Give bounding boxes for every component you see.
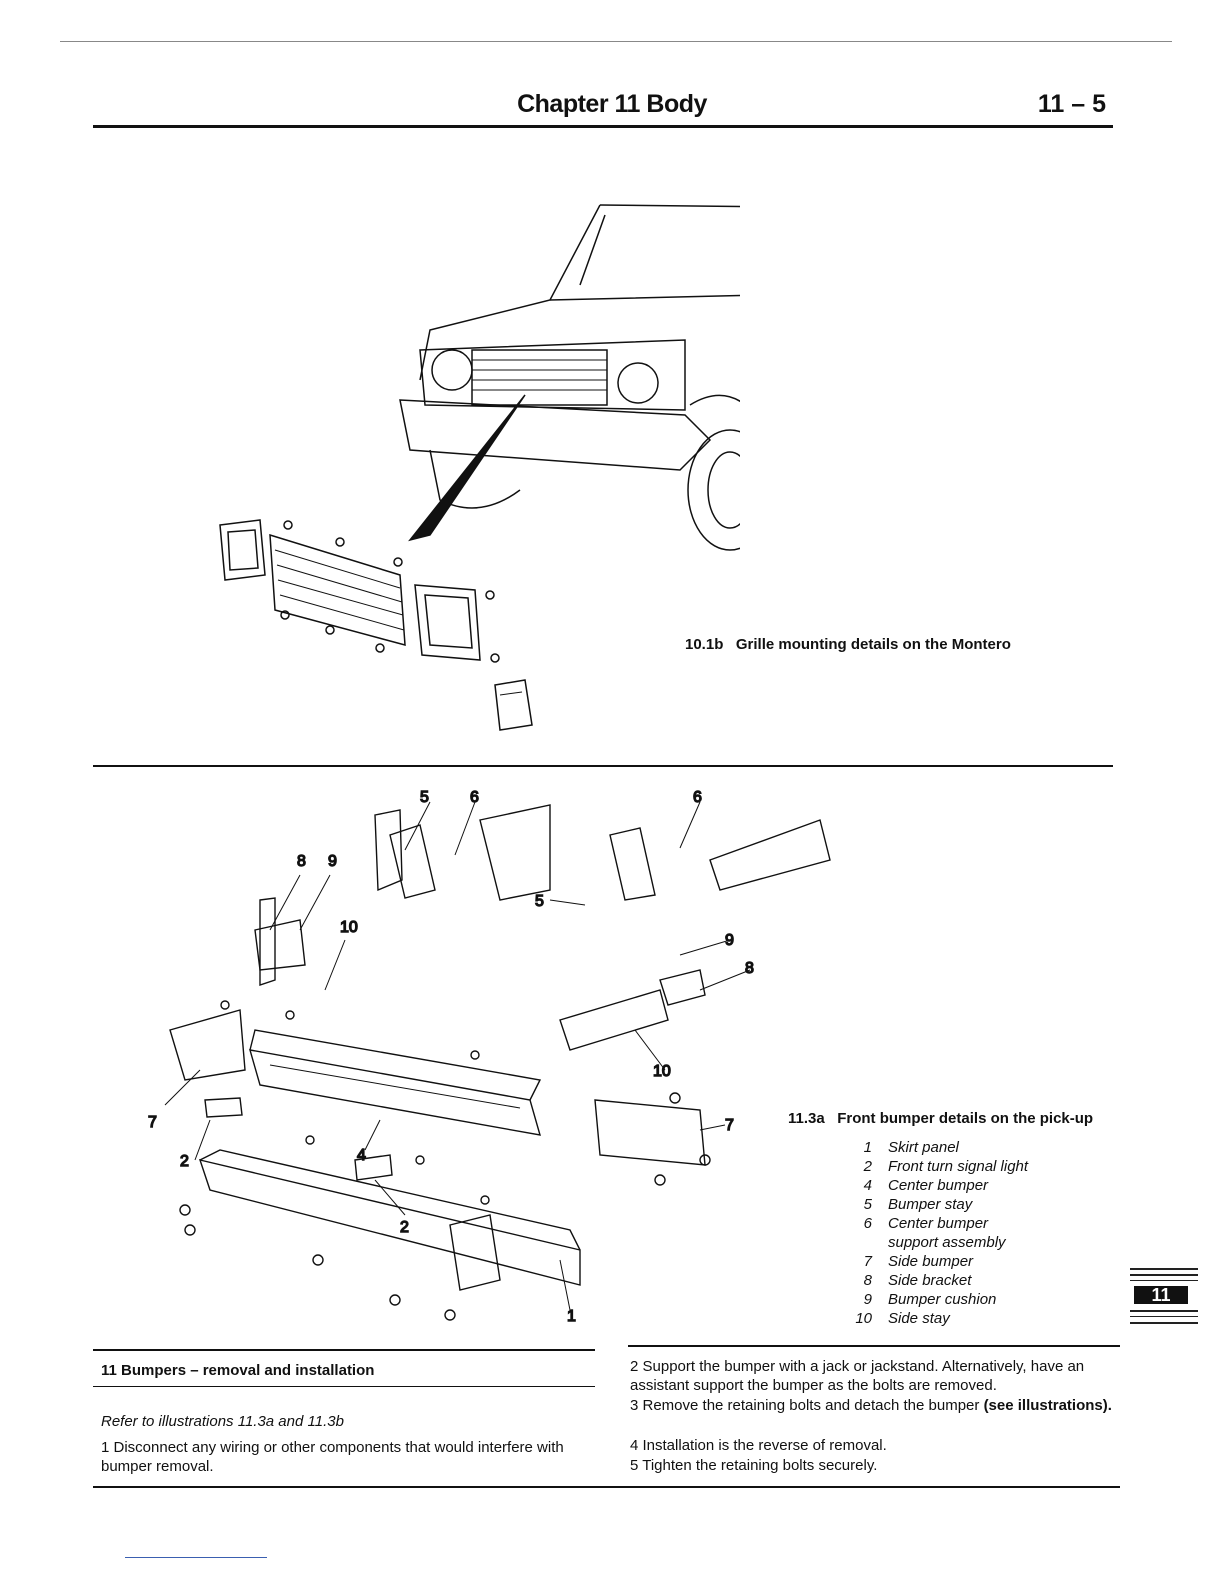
step-3: 3 Remove the retaining bolts and detach … <box>630 1396 1122 1415</box>
callout-10-right: 10 <box>653 1063 671 1080</box>
callout-6-left: 6 <box>470 789 479 806</box>
legend-label: Front turn signal light <box>888 1158 1029 1175</box>
legend-label: Side bumper <box>888 1253 974 1270</box>
page-bottom-rule <box>93 1486 1120 1488</box>
callout-5-mid: 5 <box>535 893 544 910</box>
legend-num: 7 <box>863 1253 872 1270</box>
legend-num: 6 <box>863 1215 872 1232</box>
callout-8-right: 8 <box>745 960 754 977</box>
scan-mark-bottom <box>125 1557 267 1558</box>
figure-10-1b-text: Grille mounting details on the Montero <box>735 636 1011 653</box>
callout-9-right: 9 <box>725 932 734 949</box>
legend-row: 9 Bumper cushion <box>840 1290 1100 1309</box>
header-rule <box>93 125 1113 128</box>
callout-7-right: 7 <box>725 1117 734 1134</box>
grille-mounting-illustration <box>219 204 740 731</box>
callout-2-left: 2 <box>180 1153 189 1170</box>
thumb-tab-label: 11 <box>1134 1286 1188 1304</box>
legend-row: 7 Side bumper <box>840 1252 1100 1271</box>
callout-4: 4 <box>357 1147 366 1164</box>
legend-label: Center bumper <box>888 1177 989 1194</box>
legend-row: 10 Side stay <box>840 1309 1100 1328</box>
legend-label: Side stay <box>888 1310 950 1327</box>
step-5: 5 Tighten the retaining bolts securely. <box>630 1457 878 1474</box>
legend-label: support assembly <box>888 1234 1006 1251</box>
legend-row: 5 Bumper stay <box>840 1195 1100 1214</box>
legend-num: 5 <box>863 1196 872 1213</box>
legend-label: Center bumper <box>888 1215 989 1232</box>
figure-10-1b-number: 10.1b <box>685 636 724 653</box>
legend-num: 9 <box>863 1291 872 1308</box>
legend-num: 2 <box>863 1158 872 1175</box>
step-4: 4 Installation is the reverse of removal… <box>630 1437 887 1454</box>
legend-row: 8 Side bracket <box>840 1271 1100 1290</box>
legend-label: Skirt panel <box>888 1139 959 1156</box>
step-3-text: 3 Remove the retaining bolts and detach … <box>630 1397 984 1414</box>
legend-num <box>840 1233 888 1252</box>
figure-11-3a-number: 11.3a <box>788 1110 825 1127</box>
illustration-reference: Refer to illustrations 11.3a and 11.3b <box>101 1413 344 1430</box>
chapter-thumb-tab: 11 <box>1130 1268 1198 1324</box>
legend-label: Bumper cushion <box>888 1291 997 1308</box>
legend-label: Side bracket <box>888 1272 972 1289</box>
section-top-rule-right <box>628 1345 1120 1347</box>
bumper-exploded-illustration: 5 6 6 8 9 10 5 9 8 10 7 7 2 4 2 1 <box>147 788 831 1326</box>
callout-9-left: 9 <box>328 853 337 870</box>
section-11-title: 11 Bumpers – removal and installation <box>101 1362 375 1379</box>
legend-row: 4 Center bumper <box>840 1176 1100 1195</box>
step-3-see-illustrations: (see illustrations). <box>983 1397 1112 1414</box>
figure-11-3a-text: Front bumper details on the pick-up <box>837 1110 1094 1127</box>
step-1: 1 Disconnect any wiring or other compone… <box>101 1439 564 1475</box>
figure-11-3a-caption: 11.3a Front bumper details on the pick-u… <box>788 1110 1093 1127</box>
callout-5-top: 5 <box>420 789 429 806</box>
legend-num: 8 <box>863 1272 872 1289</box>
legend-num: 1 <box>863 1139 872 1156</box>
callout-6-right: 6 <box>693 789 702 806</box>
scan-line <box>60 41 1172 42</box>
callout-1: 1 <box>567 1308 576 1325</box>
figure-10-1b-caption: 10.1b Grille mounting details on the Mon… <box>685 636 1011 653</box>
chapter-title: Chapter 11 Body <box>517 90 707 118</box>
legend-label: Bumper stay <box>888 1196 973 1213</box>
legend-row: 2 Front turn signal light <box>840 1157 1100 1176</box>
section-top-rule <box>93 1349 595 1351</box>
callout-7-left: 7 <box>148 1114 157 1131</box>
legend-row: 6 Center bumper <box>840 1214 1100 1233</box>
section-title-rule <box>93 1386 595 1387</box>
legend-num: 4 <box>863 1177 872 1194</box>
callout-2-mid: 2 <box>400 1219 409 1236</box>
step-2: 2 Support the bumper with a jack or jack… <box>630 1358 1085 1394</box>
page-number: 11 – 5 <box>1037 90 1106 118</box>
legend-row: 1 Skirt panel <box>840 1138 1100 1157</box>
legend-row: support assembly <box>840 1233 1100 1252</box>
callout-8-left: 8 <box>297 853 306 870</box>
callout-10-left: 10 <box>340 919 358 936</box>
figure-divider <box>93 765 1113 767</box>
legend-num: 10 <box>855 1310 872 1327</box>
